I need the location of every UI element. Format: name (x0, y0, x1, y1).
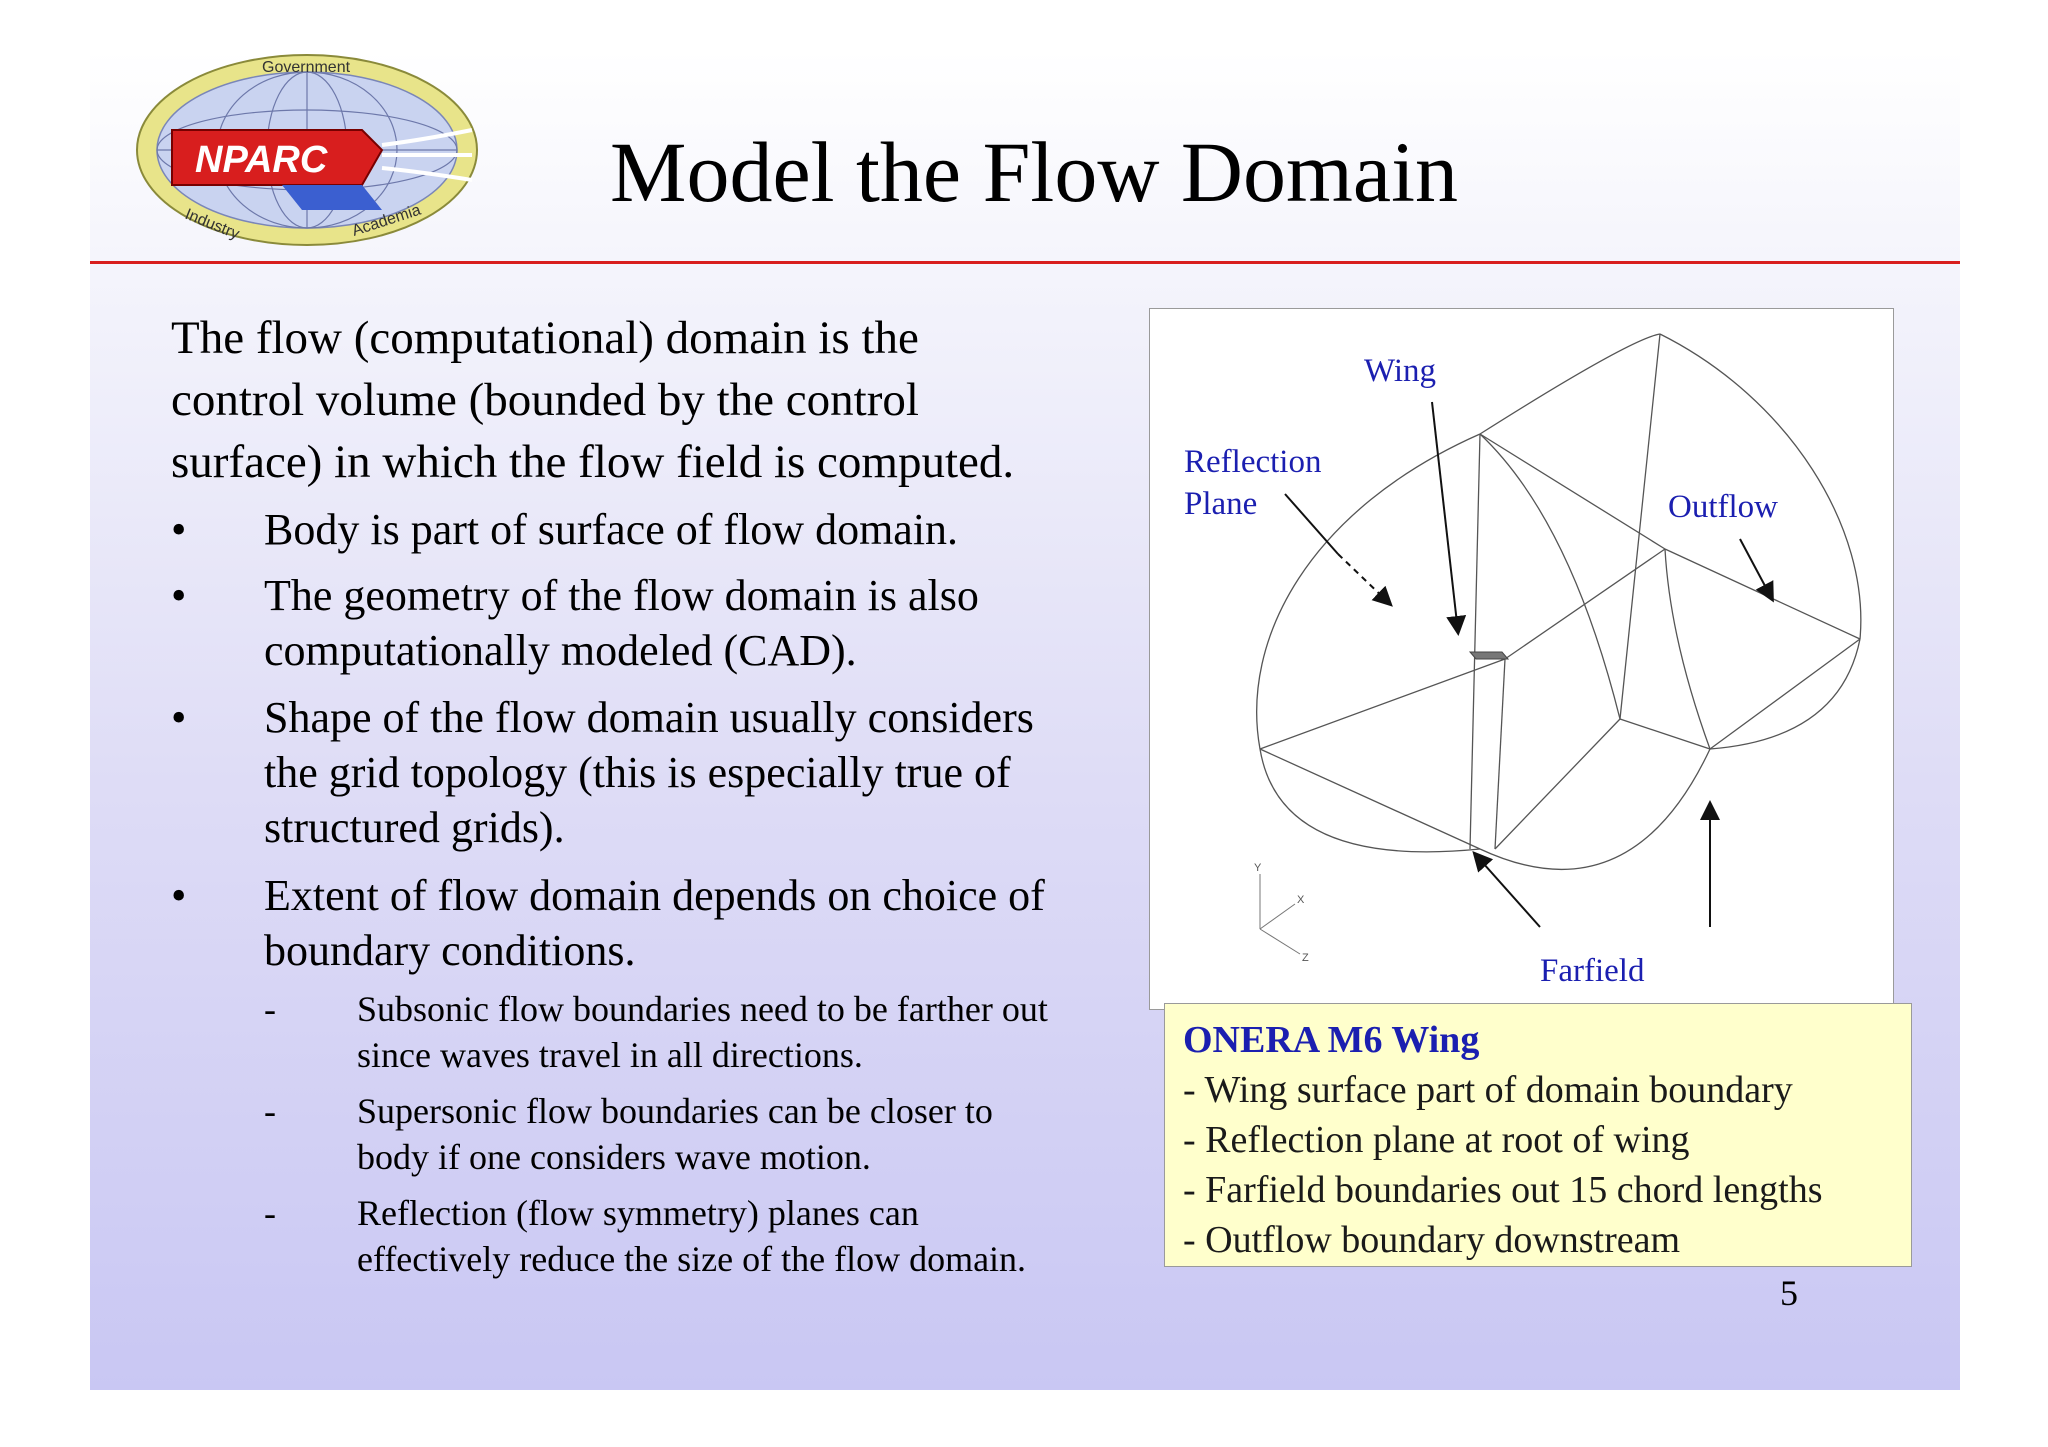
axis-x-label: X (1297, 894, 1305, 906)
flow-domain-diagram: Y X Z Wing Reflection Plane Outflow Farf… (1184, 333, 1862, 989)
label-farfield: Farfield (1540, 953, 1645, 989)
caption-box: ONERA M6 Wing - Wing surface part of dom… (1164, 1003, 1912, 1267)
label-outflow: Outflow (1668, 489, 1778, 525)
sub-bullet-line: Subsonic flow boundaries need to be fart… (357, 989, 1048, 1029)
caption-line: - Wing surface part of domain boundary (1183, 1069, 1793, 1111)
caption-line: - Farfield boundaries out 15 chord lengt… (1183, 1169, 1823, 1211)
intro-line: The flow (computational) domain is the (171, 312, 919, 364)
bullet-line: Body is part of surface of flow domain. (264, 505, 959, 554)
intro-line: control volume (bounded by the control (171, 374, 919, 426)
axis-z-label: Z (1302, 952, 1309, 964)
axis-triad-icon (1259, 874, 1301, 955)
page-number: 5 (1780, 1273, 1798, 1313)
logo-name: NPARC (195, 139, 328, 181)
axis-y-label: Y (1254, 862, 1262, 874)
label-plane: Plane (1184, 486, 1257, 522)
label-wing: Wing (1364, 353, 1436, 389)
sub-bullet-line: Supersonic flow boundaries can be closer… (357, 1091, 993, 1131)
intro-line: surface) in which the flow field is comp… (171, 436, 1015, 488)
domain-wireframe (1256, 333, 1862, 871)
sub-bullet-line: effectively reduce the size of the flow … (357, 1239, 1027, 1279)
sub-bullet-line: since waves travel in all directions. (357, 1035, 863, 1075)
sub-marker: - (264, 1091, 276, 1131)
logo-ring-top: Government (262, 59, 351, 76)
sub-marker: - (264, 989, 276, 1029)
bullet-line: the grid topology (this is especially tr… (264, 748, 1011, 797)
flow-domain-figure: Y X Z Wing Reflection Plane Outflow Farf… (1149, 308, 1894, 1010)
bullet-line: boundary conditions. (264, 926, 636, 975)
bullet-line: Shape of the flow domain usually conside… (264, 693, 1034, 742)
bullet-marker: • (171, 571, 187, 620)
bullet-marker: • (171, 871, 187, 920)
label-reflection: Reflection (1184, 444, 1321, 480)
sub-bullet-line: Reflection (flow symmetry) planes can (357, 1193, 919, 1233)
bullet-line: computationally modeled (CAD). (264, 626, 857, 675)
bullet-marker: • (171, 505, 187, 554)
sub-marker: - (264, 1193, 276, 1233)
nparc-logo: NPARC Government Industry Academia (136, 54, 478, 246)
bullet-marker: • (171, 693, 187, 742)
intro-paragraph: The flow (computational) domain is the c… (171, 307, 1171, 493)
slide: NPARC Government Industry Academia Model… (90, 50, 1960, 1390)
page-title: Model the Flow Domain (610, 124, 1458, 220)
caption-line: - Reflection plane at root of wing (1183, 1119, 1690, 1161)
caption-heading: ONERA M6 Wing (1183, 1019, 1480, 1061)
bullet-line: structured grids). (264, 803, 565, 852)
bullet-line: Extent of flow domain depends on choice … (264, 871, 1045, 920)
sub-bullet-line: body if one considers wave motion. (357, 1137, 871, 1177)
caption-line: - Outflow boundary downstream (1183, 1219, 1681, 1261)
title-divider (90, 261, 1960, 264)
callout-arrows (1284, 401, 1774, 928)
bullet-line: The geometry of the flow domain is also (264, 571, 979, 620)
wing-shape (1468, 651, 1510, 660)
